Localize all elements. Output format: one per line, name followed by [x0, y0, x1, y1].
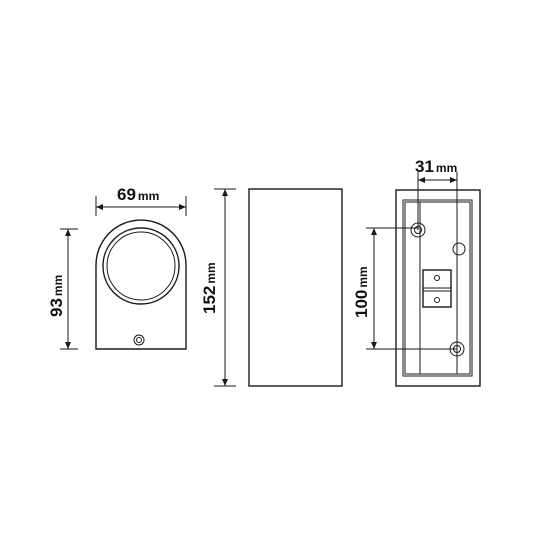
side-view-body [248, 188, 343, 387]
side-view: 152 mm [200, 188, 343, 387]
side-height-dimension: 152 mm [200, 188, 236, 387]
height-dimension: 93 mm [47, 228, 78, 350]
side-height-unit: mm [204, 262, 218, 283]
front-width-value: 69 [117, 185, 136, 204]
front-view-screw [133, 334, 145, 346]
front-view-screw-inner [136, 337, 142, 343]
svg-text:93mm: 93 mm [47, 275, 66, 317]
svg-text:152mm: 152 mm [200, 262, 219, 314]
front-view-lens [106, 231, 176, 301]
back-view-outer [395, 189, 481, 387]
cable-hole [452, 242, 466, 256]
front-width-unit: mm [138, 189, 159, 203]
back-hole-distance-unit: mm [356, 266, 370, 287]
back-hole-distance-value: 100 [352, 290, 371, 318]
back-view-inner-2 [404, 201, 471, 375]
hole-distance-dimension: 100 mm [352, 227, 457, 350]
back-spacing-unit: mm [436, 161, 457, 175]
front-height-value: 93 [47, 298, 66, 317]
front-view-lens-ring [102, 227, 180, 305]
svg-text:100mm: 100 mm [352, 266, 371, 318]
front-height-unit: mm [51, 275, 65, 296]
terminal-block [422, 269, 452, 308]
side-height-value: 152 [200, 286, 219, 314]
back-view-inner [402, 199, 473, 377]
back-spacing-value: 31 [415, 157, 434, 176]
front-view-body [95, 219, 187, 350]
